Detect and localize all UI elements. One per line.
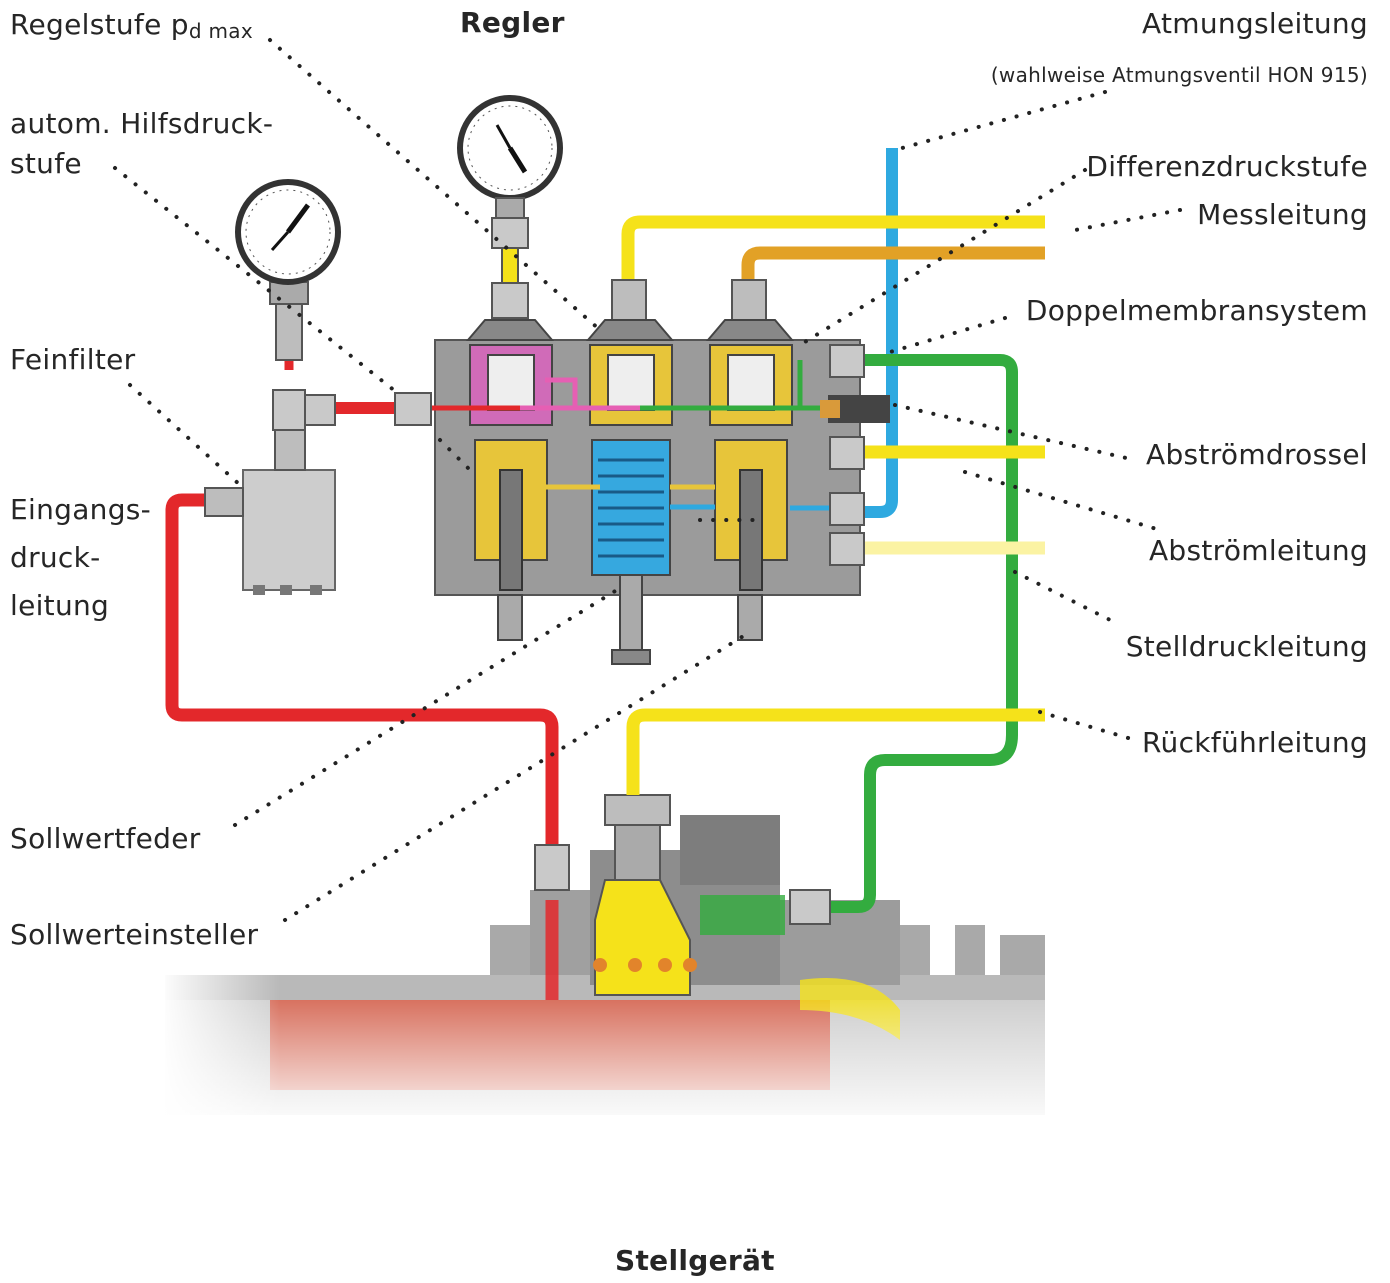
fine-filter bbox=[204, 281, 336, 595]
leader-lines bbox=[113, 38, 1182, 922]
label-abstroemleitung: Abströmleitung bbox=[1148, 534, 1368, 567]
measuring-line bbox=[621, 215, 1045, 285]
label-regelstufe-main: Regelstufe p bbox=[10, 8, 189, 41]
title-stellgeraet: Stellgerät bbox=[615, 1244, 775, 1277]
pressure-gauge-icon bbox=[457, 95, 563, 319]
label-regelstufe: Regelstufe pd max bbox=[10, 8, 253, 48]
input-pressure-line bbox=[165, 493, 559, 855]
pipes bbox=[165, 148, 1045, 1000]
label-abstroemdrossel: Abströmdrossel bbox=[1146, 438, 1368, 471]
label-messleitung: Messleitung bbox=[1197, 198, 1368, 231]
label-rueckfuehrleitung: Rückführleitung bbox=[1142, 726, 1368, 759]
label-sollwertfeder: Sollwertfeder bbox=[10, 822, 201, 855]
actuator-body bbox=[160, 794, 1050, 1130]
label-regelstufe-sub: d max bbox=[188, 19, 254, 43]
control-pressure-line bbox=[830, 354, 1018, 913]
label-eingangsdruck: Eingangs- druck- leitung bbox=[10, 493, 152, 622]
label-doppelmembransystem: Doppelmembransystem bbox=[1025, 294, 1368, 327]
label-atmungsventil: (wahlweise Atmungsventil HON 915) bbox=[990, 63, 1368, 87]
label-stelldruckleitung: Stelldruckleitung bbox=[1125, 630, 1368, 663]
label-feinfilter: Feinfilter bbox=[10, 343, 136, 376]
pressure-gauge-icon bbox=[235, 179, 341, 285]
label-atmungsleitung: Atmungsleitung bbox=[1142, 7, 1368, 40]
feedback-line bbox=[626, 708, 1045, 795]
label-differenzdruckstufe: Differenzdruckstufe bbox=[1086, 150, 1368, 183]
regulator-block bbox=[394, 279, 890, 665]
title-regler: Regler bbox=[460, 6, 565, 39]
breathing-line bbox=[862, 148, 898, 518]
label-hilfsdruck: autom. Hilfsdruck- stufe bbox=[10, 107, 274, 180]
label-sollwerteinsteller: Sollwerteinsteller bbox=[10, 918, 259, 951]
